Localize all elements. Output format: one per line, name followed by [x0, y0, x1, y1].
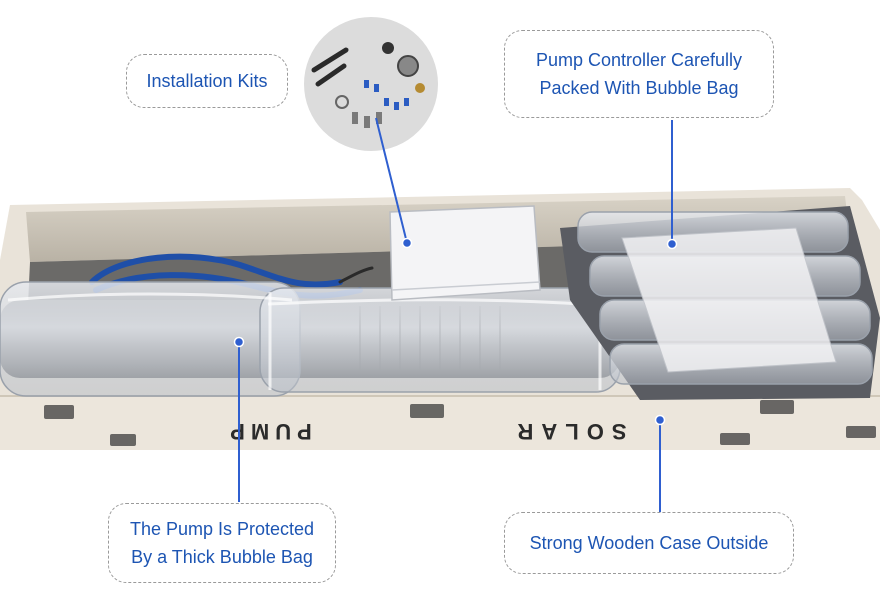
callout-pump-controller-line1: Pump Controller Carefully [535, 50, 743, 70]
controller-in-bubble-bag [560, 206, 880, 400]
pump-in-bubble-bag [0, 281, 621, 397]
callout-pump-line2: By a Thick Bubble Bag [131, 547, 313, 567]
callout-wooden-case-text: Strong Wooden Case Outside [529, 533, 769, 553]
callout-installation-kits-text: Installation Kits [146, 71, 268, 91]
callout-wooden-case: Strong Wooden Case Outside [504, 512, 794, 574]
accessory-box [389, 205, 541, 301]
box-print-pump: PUMP [224, 419, 312, 444]
box-print-solar: SOLAR [510, 419, 627, 444]
callout-pump-bubble-bag: The Pump Is Protected By a Thick Bubble … [108, 503, 336, 583]
installation-kits-photo [304, 17, 438, 151]
callout-pump-controller: Pump Controller Carefully Packed With Bu… [504, 30, 774, 118]
callout-pump-controller-line2: Packed With Bubble Bag [539, 78, 739, 98]
leader-lines [233, 117, 678, 512]
callout-pump-line1: The Pump Is Protected [129, 519, 315, 539]
callout-installation-kits: Installation Kits [126, 54, 288, 108]
